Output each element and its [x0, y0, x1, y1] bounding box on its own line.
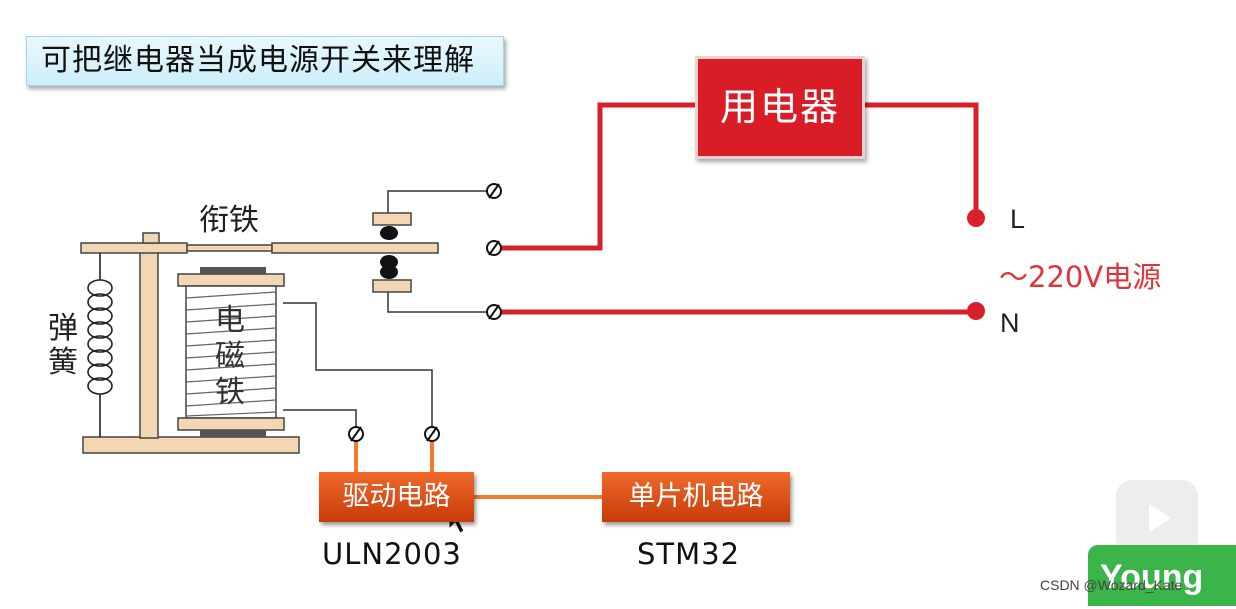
driver-circuit-box: 驱动电路 [319, 472, 474, 522]
coil-windings [185, 291, 277, 417]
coil-label: 电磁铁 [215, 303, 245, 410]
coil-winding [185, 315, 277, 323]
power-terminals [967, 209, 985, 320]
contact-points [380, 226, 398, 279]
armature-link [186, 244, 273, 252]
spring-coil-6 [87, 349, 113, 367]
spring-coil-2 [87, 293, 113, 311]
watermark: CSDN @Wozard_Kate [1040, 577, 1183, 593]
relay-mechanism [80, 212, 439, 454]
wire-coil-right [283, 302, 433, 432]
wire-load-to-L [864, 102, 979, 218]
spring-coil-5 [87, 335, 113, 353]
lower-contact [372, 279, 412, 293]
play-icon[interactable] [1116, 480, 1198, 556]
coil-winding [185, 291, 277, 299]
coil-winding [185, 303, 277, 311]
armature-lever [271, 242, 439, 254]
power-wires [496, 102, 979, 315]
title-banner: 可把继电器当成电源开关来理解 [26, 36, 504, 86]
coil-winding [185, 363, 277, 371]
mcu-circuit-box: 单片机电路 [602, 472, 790, 522]
terminal-L-label: L [1010, 204, 1026, 234]
coil-body [185, 285, 277, 419]
load-box: 用电器 [695, 56, 865, 159]
upper-contact [372, 212, 412, 226]
magnet-pole-top [200, 267, 266, 275]
spring-coil-4 [87, 321, 113, 339]
terminal-N-label: N [1000, 308, 1020, 338]
hinge-pin [142, 232, 160, 244]
wire-nc-contact [387, 190, 494, 213]
coil-winding [185, 375, 277, 383]
corner-badge: Young [1088, 545, 1236, 606]
armature-arm [80, 242, 188, 254]
spring-coil-1 [87, 279, 113, 297]
relay-base [82, 436, 300, 454]
power-source-label: ～220V电源 [999, 260, 1162, 294]
coil-winding [185, 411, 277, 417]
coil-winding [185, 399, 277, 407]
spring-coil-7 [87, 363, 113, 381]
lower-contact-point [380, 265, 398, 279]
terminal-L-dot [967, 209, 985, 227]
relay-post [139, 247, 159, 439]
spring-label: 弹簧 [48, 311, 78, 380]
coil-winding [185, 339, 277, 347]
mcu-chip-label: STM32 [637, 537, 741, 571]
electromagnet [177, 267, 285, 437]
spring-coil-3 [87, 307, 113, 325]
terminal-no [486, 304, 502, 320]
screw-terminals [348, 183, 502, 442]
terminal-coil-left [348, 426, 364, 442]
coil-winding [185, 351, 277, 359]
coil-winding [185, 327, 277, 335]
contact-wires [283, 190, 494, 432]
spring [87, 253, 113, 437]
terminal-coil-right [424, 426, 440, 442]
armature-label: 衔铁 [199, 203, 259, 238]
magnet-pole-bottom [200, 430, 266, 437]
control-wires [354, 436, 602, 499]
wire-coil-left [283, 409, 357, 432]
wire-no-contact [387, 289, 494, 313]
wire-to-load [496, 102, 697, 251]
terminal-com [486, 240, 502, 256]
driver-chip-label: ULN2003 [322, 537, 462, 571]
coil-top-flange [177, 273, 285, 287]
terminal-nc [486, 183, 502, 199]
coil-bottom-flange [177, 417, 285, 431]
lower-arm-contact [380, 255, 398, 269]
upper-contact-point [380, 226, 398, 240]
coil-winding [185, 387, 277, 395]
terminal-N-dot [967, 302, 985, 320]
